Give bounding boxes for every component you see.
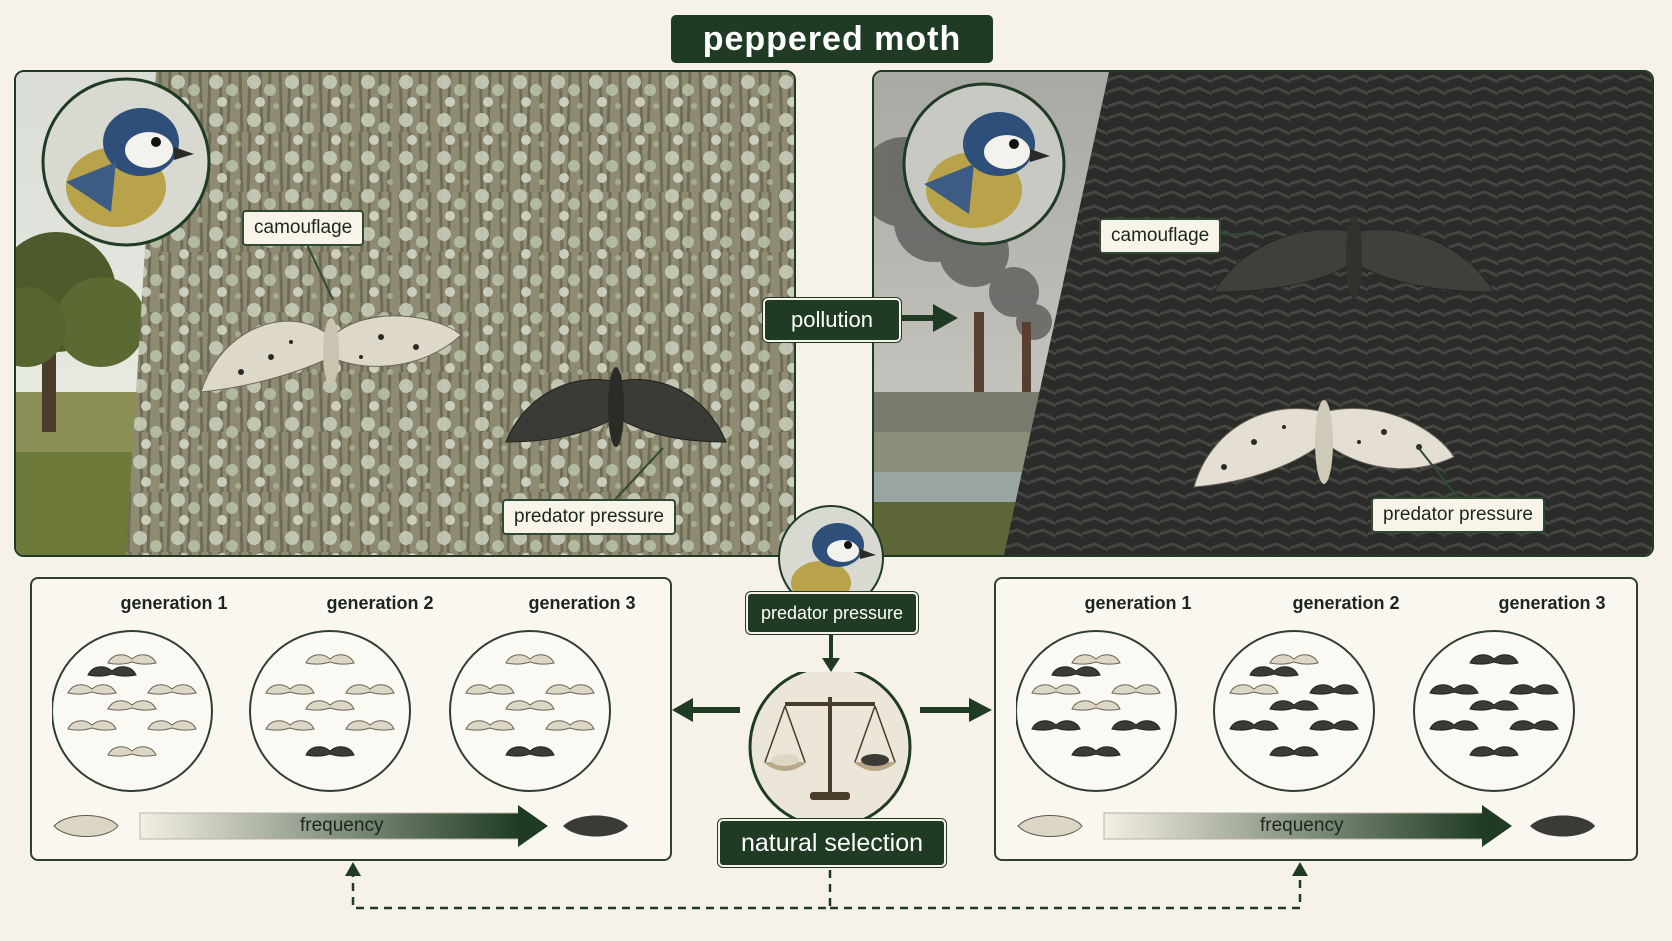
right-gen2-title: generation 2 xyxy=(1292,593,1400,613)
light-moth xyxy=(545,720,595,731)
dark-moth xyxy=(1429,684,1479,695)
light-moth xyxy=(67,720,117,731)
light-moth xyxy=(305,654,355,665)
dark-moth xyxy=(1269,700,1319,711)
light-moth xyxy=(305,700,355,711)
right-frequency-arrow xyxy=(1017,805,1595,847)
light-moth xyxy=(465,720,515,731)
pollution-label: pollution xyxy=(763,298,901,342)
dark-moth xyxy=(1509,684,1559,695)
light-moth xyxy=(465,684,515,695)
light-moth xyxy=(545,684,595,695)
left-generation-circle xyxy=(249,630,411,792)
left-frequency-label: frequency xyxy=(300,815,384,836)
center-bird-icon xyxy=(778,505,884,593)
dark-moth xyxy=(1111,720,1161,731)
dark-moth xyxy=(1269,746,1319,757)
light-moth xyxy=(1071,654,1121,665)
left-generation-circles xyxy=(52,630,611,792)
dark-moth xyxy=(1213,215,1495,299)
light-moth xyxy=(505,654,555,665)
balance-scale-icon xyxy=(748,672,912,822)
light-moth xyxy=(505,700,555,711)
left-gen3-title: generation 3 xyxy=(528,593,636,613)
light-moth xyxy=(67,684,117,695)
light-moth xyxy=(265,684,315,695)
dark-moth xyxy=(505,746,555,757)
bird-medallion xyxy=(41,77,211,247)
dark-moth xyxy=(1469,654,1519,665)
light-moth xyxy=(147,720,197,731)
dark-moth xyxy=(1249,666,1299,677)
left-frequency-arrow xyxy=(53,805,628,847)
dark-moth xyxy=(1309,684,1359,695)
predator-pressure-label-left: predator pressure xyxy=(502,499,676,535)
right-gen3-title: generation 3 xyxy=(1498,593,1606,613)
sooty-tree-scene xyxy=(872,70,1654,557)
dark-moth xyxy=(1229,720,1279,731)
dark-moth xyxy=(1309,720,1359,731)
dark-moth xyxy=(1469,746,1519,757)
bird-medallion xyxy=(902,82,1066,246)
dark-moth xyxy=(305,746,355,757)
light-moth xyxy=(1111,684,1161,695)
light-moth xyxy=(107,746,157,757)
dark-moth xyxy=(87,666,137,677)
right-generation-circle xyxy=(1213,630,1375,792)
left-gen1-title: generation 1 xyxy=(120,593,228,613)
light-moth xyxy=(107,700,157,711)
right-frequency-label: frequency xyxy=(1260,815,1344,836)
center-predator-pressure-label: predator pressure xyxy=(746,592,918,634)
dark-moth xyxy=(1031,720,1081,731)
right-generation-circle xyxy=(1016,630,1177,792)
dark-moth xyxy=(1051,666,1101,677)
dark-moth xyxy=(1469,700,1519,711)
lichen-tree-scene xyxy=(14,70,796,557)
left-gen2-title: generation 2 xyxy=(326,593,434,613)
right-generation-circle xyxy=(1413,630,1575,792)
light-moth xyxy=(1229,684,1279,695)
left-generation-circle xyxy=(52,630,213,792)
camouflage-label-right: camouflage xyxy=(1099,218,1222,254)
camouflage-label-left: camouflage xyxy=(242,210,365,246)
natural-selection-label: natural selection xyxy=(718,819,946,867)
light-moth xyxy=(1071,700,1121,711)
dark-moth xyxy=(1429,720,1479,731)
light-moth xyxy=(200,315,462,393)
right-generations-panel: generation 1 generation 2 generation 3 f… xyxy=(994,577,1638,861)
diagram-title: peppered moth xyxy=(671,15,993,63)
left-generations-panel: generation 1 generation 2 generation 3 f… xyxy=(30,577,672,861)
left-generation-circle xyxy=(449,630,611,792)
light-moth xyxy=(1269,654,1319,665)
right-gen1-title: generation 1 xyxy=(1084,593,1192,613)
light-moth xyxy=(265,720,315,731)
predator-pressure-label-right: predator pressure xyxy=(1371,497,1545,533)
dark-moth xyxy=(1509,720,1559,731)
light-moth xyxy=(345,720,395,731)
right-generation-circles xyxy=(1016,630,1575,792)
dark-moth xyxy=(1071,746,1121,757)
dark-moth xyxy=(505,367,727,447)
light-moth xyxy=(1193,400,1455,488)
light-moth xyxy=(107,654,157,665)
light-moth xyxy=(147,684,197,695)
light-moth xyxy=(1031,684,1081,695)
light-moth xyxy=(345,684,395,695)
